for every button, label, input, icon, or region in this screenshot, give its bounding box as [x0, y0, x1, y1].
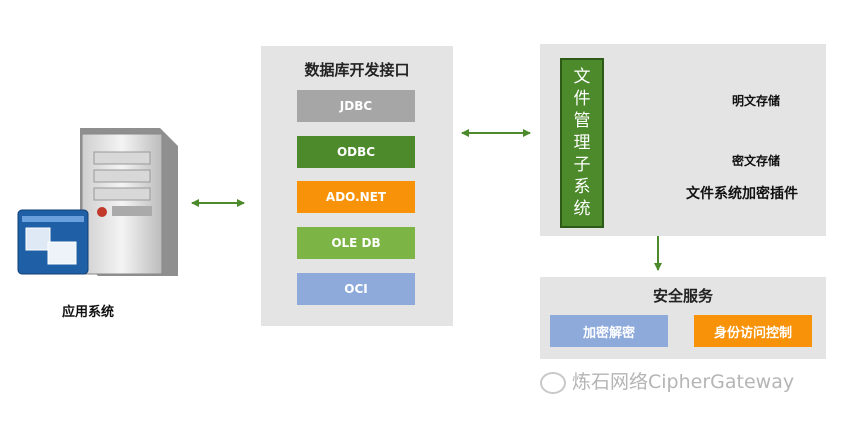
app-system-label: 应用系统	[62, 305, 115, 320]
app-window-icon	[17, 209, 89, 275]
file-mgmt-char: 系	[573, 177, 591, 197]
security-title: 安全服务	[652, 287, 713, 305]
jdbc-box: JDBC	[297, 90, 415, 122]
file-mgmt-char: 理	[573, 133, 591, 153]
plugin-label: 文件系统加密插件	[686, 186, 798, 202]
watermark-text: 炼石网络CipherGateway	[572, 371, 795, 393]
file-mgmt-char: 统	[573, 199, 591, 219]
server-icon	[80, 128, 178, 276]
watermark: 炼石网络CipherGateway	[540, 367, 794, 394]
wechat-icon	[540, 371, 566, 394]
file-mgmt-char: 件	[573, 89, 591, 109]
db-interface-title: 数据库开发接口	[304, 61, 410, 79]
file-mgmt-char: 子	[573, 155, 591, 175]
file-mgmt-char: 管	[573, 111, 591, 131]
oledb-box: OLE DB	[297, 227, 415, 259]
adonet-box: ADO.NET	[297, 181, 415, 213]
oci-box: OCI	[297, 273, 415, 305]
file-mgmt-char: 文	[573, 67, 591, 87]
encrypt-decrypt-box: 加密解密	[550, 315, 668, 347]
odbc-box: ODBC	[297, 136, 415, 168]
access-control-box: 身份访问控制	[694, 315, 812, 347]
plain-storage-label: 明文存储	[732, 94, 781, 108]
cipher-storage-label: 密文存储	[732, 154, 781, 168]
file-mgmt-subsystem-box: 文 件 管 理 子 系 统	[560, 58, 604, 228]
